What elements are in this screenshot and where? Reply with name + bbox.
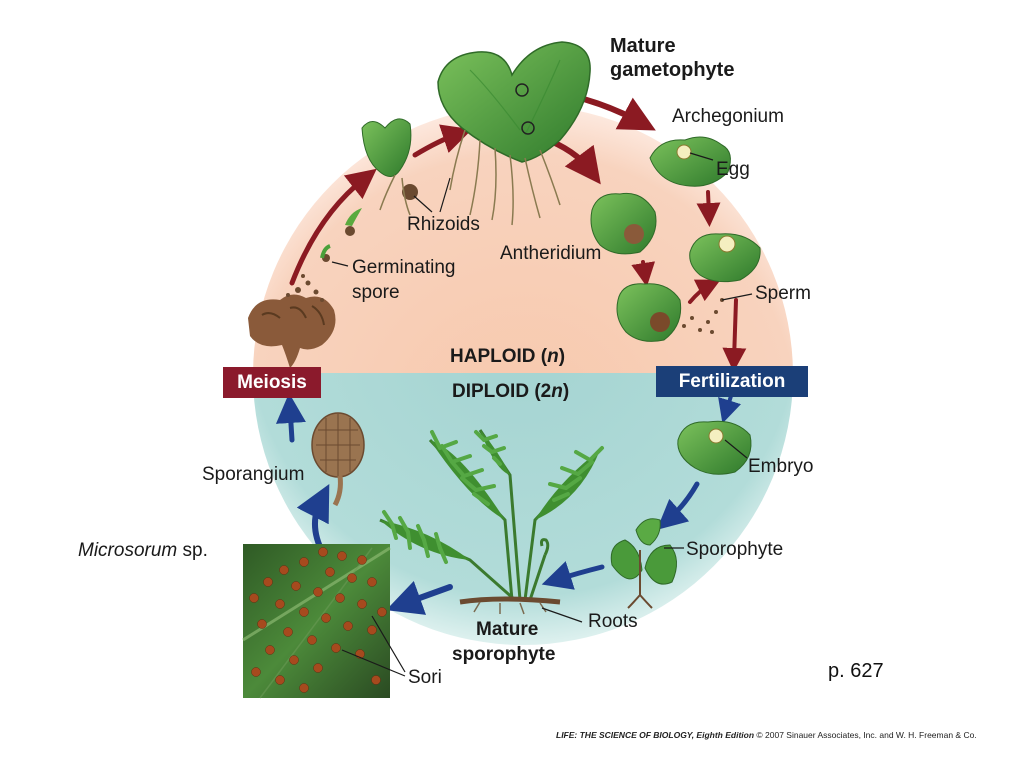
sporangium-illustration [311,412,365,507]
arrow-to-sori [386,580,453,615]
leader-sori [341,615,406,677]
mature-gametophyte-illustration [437,41,591,226]
arrow-spore-to-young-gametophyte [289,168,377,286]
leader-roots [541,607,583,623]
arrow-sperm-to-egg [688,279,721,304]
mature-sporophyte-label-line2: sporophyte [452,644,556,665]
leader-egg [689,152,714,161]
archegonium-with-egg-illustration [689,233,761,283]
antheridium-label: Antheridium [500,243,602,264]
arrow-archegonium-down [696,190,721,227]
microsorum-photo [242,544,391,699]
arrow-to-sporophyte [656,481,700,530]
embryo-illustration [677,420,752,475]
young-sporophyte-illustration [610,518,677,609]
archegonium-illustration [649,136,731,187]
fertilization-box: Fertilization [656,366,808,397]
egg-label: Egg [716,159,750,180]
arrow-to-fertilization [722,298,747,372]
antheridium-illustration [590,192,657,255]
antheridium-releasing-sperm-illustration [616,283,724,342]
germinating-spore-illustration [320,208,362,262]
embryo-label: Embryo [748,456,814,477]
leader-sperm [721,293,753,301]
arrow-to-mature-sporophyte [541,561,605,590]
arrow-antheridium-down [631,260,656,287]
mature-gametophyte-label-line1: Mature [610,35,676,57]
sporangium-label: Sporangium [202,464,305,485]
page-reference: p. 627 [828,660,884,682]
leader-embryo [724,439,748,459]
haploid-label: HAPLOID (n) [450,346,566,367]
sori-label: Sori [408,667,442,688]
arrow-to-mature-gametophyte [412,124,473,158]
diploid-label: DIPLOID (2n) [452,381,570,402]
leader-germinating-spore [331,261,349,267]
roots-label: Roots [588,611,638,632]
arrow-to-embryo [718,394,742,424]
meiosis-box: Meiosis [223,367,321,398]
released-sporangium-illustration [248,274,336,368]
sporophyte-label: Sporophyte [686,539,784,560]
sperm-label: Sperm [755,283,811,304]
arrow-to-meiosis [275,393,306,443]
mature-sporophyte-illustration [379,429,604,615]
mature-gametophyte-label-line2: gametophyte [610,59,735,81]
germinating-spore-label-line2: spore [352,282,400,303]
microsorum-label: Microsorum sp. [78,540,208,561]
mature-sporophyte-label-line1: Mature [476,619,539,640]
archegonium-label: Archegonium [672,106,784,127]
credit-line: LIFE: THE SCIENCE OF BIOLOGY, Eighth Edi… [556,730,977,740]
leader-rhizoids [413,177,451,213]
germinating-spore-label-line1: Germinating [352,257,456,278]
rhizoids-label: Rhizoids [407,214,480,235]
leader-lines [331,152,753,677]
